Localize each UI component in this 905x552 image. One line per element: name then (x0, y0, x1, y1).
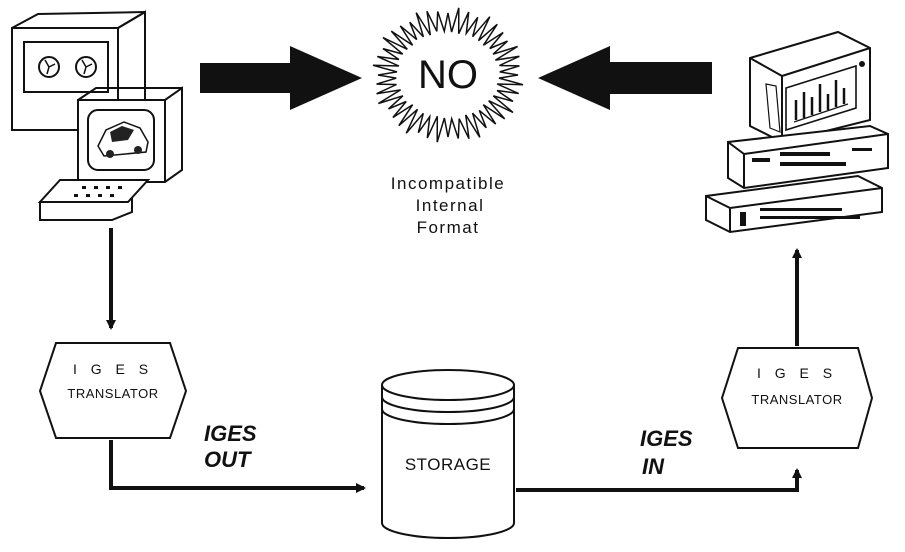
incompatible-note: Incompatible Internal Format (391, 174, 505, 237)
iges-in-label: IGES IN (640, 426, 693, 479)
translator-left-line-1: I G E S (73, 361, 153, 377)
flow-connectors (106, 228, 802, 493)
iges-in-line-1: IGES (640, 426, 693, 451)
cad-workstation-icon (11, 10, 183, 221)
iges-out-line-2: OUT (204, 447, 252, 472)
iges-in-line-2: IN (642, 454, 665, 479)
iges-translator-left: I G E S TRANSLATOR (38, 342, 188, 439)
iges-out-line-1: IGES (204, 421, 257, 446)
note-line-3: Format (417, 218, 480, 237)
translator-right-line-1: I G E S (757, 365, 837, 381)
desktop-computer-icon (705, 30, 889, 234)
translator-left-line-2: TRANSLATOR (67, 386, 158, 401)
no-label: NO (418, 53, 478, 97)
starburst-icon: NO (372, 7, 524, 143)
note-line-1: Incompatible (391, 174, 505, 193)
iges-out-label: IGES OUT (204, 421, 257, 472)
arrow-iges-out (109, 440, 366, 493)
iges-translator-right: I G E S TRANSLATOR (720, 347, 874, 449)
incompatible-arrow-left (200, 46, 362, 110)
storage-cylinder-icon: STORAGE (381, 369, 515, 539)
note-line-2: Internal (416, 196, 485, 215)
arrow-iges-in (516, 468, 802, 492)
translator-right-line-2: TRANSLATOR (751, 392, 842, 407)
incompatible-arrow-right (538, 46, 712, 110)
storage-label: STORAGE (405, 455, 491, 474)
